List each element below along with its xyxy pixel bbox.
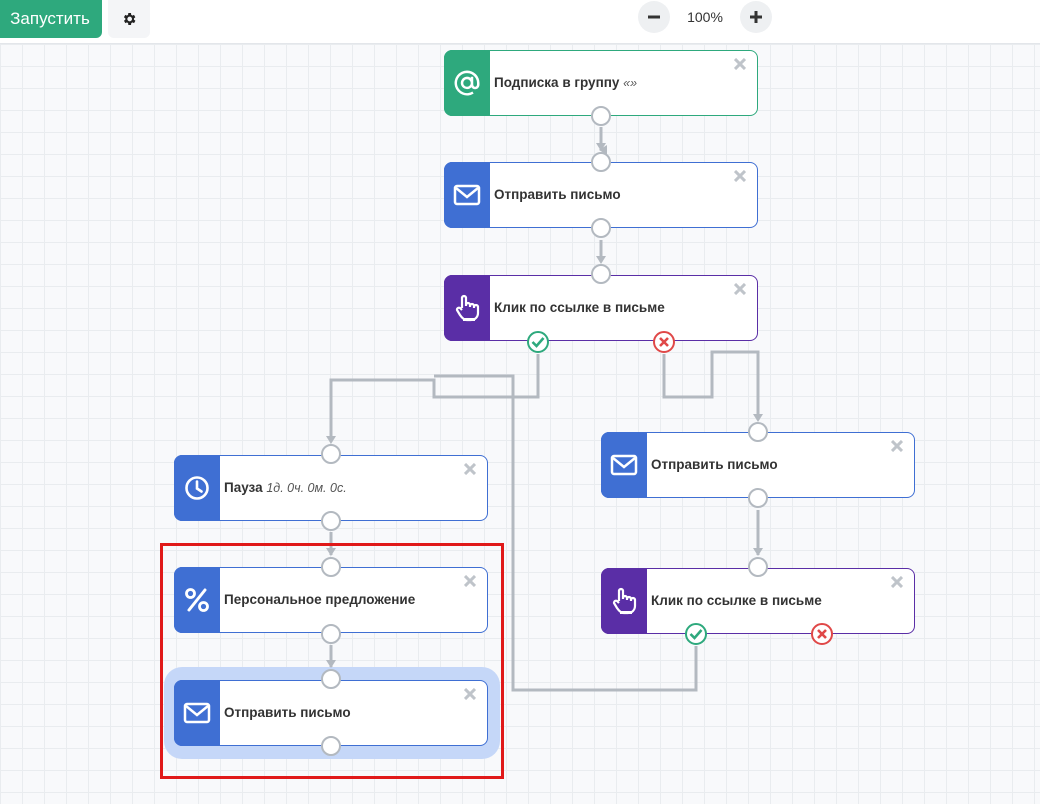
envelope-icon — [453, 184, 481, 206]
arrowhead-click2 — [753, 548, 763, 556]
envelope-icon — [610, 454, 638, 476]
node-link-click-1[interactable]: Клик по ссылке в письме — [444, 275, 758, 341]
node-label: Подписка в группу «» — [494, 75, 638, 90]
output-port[interactable] — [321, 624, 341, 644]
output-port[interactable] — [748, 488, 768, 508]
no-output-port[interactable] — [811, 623, 833, 645]
at-sign-icon — [454, 70, 480, 96]
output-port[interactable] — [321, 736, 341, 756]
run-button[interactable]: Запустить — [0, 0, 102, 38]
node-send-email-3[interactable]: Отправить письмо — [174, 680, 488, 746]
input-port[interactable] — [748, 557, 768, 577]
node-label: Пауза 1д. 0ч. 0м. 0с. — [224, 480, 347, 495]
arrowhead-send1 — [596, 143, 606, 151]
cross-icon — [659, 337, 669, 347]
plus-icon — [750, 11, 762, 23]
yes-output-port[interactable] — [527, 331, 549, 353]
edge-click2-yes-send3 — [434, 374, 698, 692]
edge-no-send2 — [662, 350, 760, 420]
close-icon[interactable] — [463, 687, 477, 701]
settings-button[interactable] — [108, 0, 150, 38]
arrowhead-offer — [326, 548, 336, 556]
check-icon — [531, 337, 545, 348]
node-label: Клик по ссылке в письме — [494, 300, 665, 315]
edge-yes-pause — [329, 354, 540, 442]
arrowhead-click1 — [596, 256, 606, 264]
node-icon-tile — [174, 455, 220, 521]
arrowhead-send3 — [326, 660, 336, 668]
input-port[interactable] — [321, 557, 341, 577]
percent-icon — [185, 588, 209, 612]
node-icon-tile — [601, 568, 647, 634]
cross-icon — [817, 629, 827, 639]
node-icon-tile — [444, 275, 490, 341]
node-send-email-2[interactable]: Отправить письмо — [601, 432, 915, 498]
envelope-icon — [183, 702, 211, 724]
node-icon-tile — [174, 567, 220, 633]
close-icon[interactable] — [733, 57, 747, 71]
toolbar: Запустить 100% — [0, 0, 1040, 44]
pointer-hand-icon — [612, 587, 637, 615]
close-icon[interactable] — [890, 575, 904, 589]
node-subscribe[interactable]: Подписка в группу «» — [444, 50, 758, 116]
gear-icon — [123, 13, 136, 25]
input-port[interactable] — [591, 152, 611, 172]
input-port[interactable] — [748, 422, 768, 442]
close-icon[interactable] — [733, 282, 747, 296]
node-icon-tile — [444, 50, 490, 116]
close-icon[interactable] — [890, 439, 904, 453]
check-icon — [689, 629, 703, 640]
output-port[interactable] — [591, 106, 611, 126]
node-icon-tile — [174, 680, 220, 746]
arrowhead-pause — [326, 436, 336, 444]
input-port[interactable] — [321, 669, 341, 689]
input-port[interactable] — [321, 444, 341, 464]
node-label: Клик по ссылке в письме — [651, 593, 822, 608]
node-pause[interactable]: Пауза 1д. 0ч. 0м. 0с. — [174, 455, 488, 521]
close-icon[interactable] — [463, 574, 477, 588]
clock-icon — [185, 476, 209, 500]
close-icon[interactable] — [733, 169, 747, 183]
output-port[interactable] — [591, 218, 611, 238]
node-link-click-2[interactable]: Клик по ссылке в письме — [601, 568, 915, 634]
pointer-hand-icon — [455, 294, 480, 322]
input-port[interactable] — [591, 264, 611, 284]
node-label: Отправить письмо — [494, 187, 621, 202]
node-label: Отправить письмо — [651, 457, 778, 472]
node-label: Отправить письмо — [224, 705, 351, 720]
node-icon-tile — [601, 432, 647, 498]
yes-output-port[interactable] — [685, 623, 707, 645]
zoom-out-button[interactable] — [638, 1, 670, 33]
zoom-level: 100% — [687, 9, 723, 25]
node-detail: 1д. 0ч. 0м. 0с. — [266, 481, 347, 495]
minus-icon — [648, 15, 660, 19]
node-label: Персональное предложение — [224, 592, 416, 607]
close-icon[interactable] — [463, 462, 477, 476]
node-icon-tile — [444, 162, 490, 228]
output-port[interactable] — [321, 511, 341, 531]
node-detail: «» — [623, 76, 638, 90]
no-output-port[interactable] — [653, 331, 675, 353]
zoom-in-button[interactable] — [740, 1, 772, 33]
arrowhead-send2 — [753, 414, 763, 422]
